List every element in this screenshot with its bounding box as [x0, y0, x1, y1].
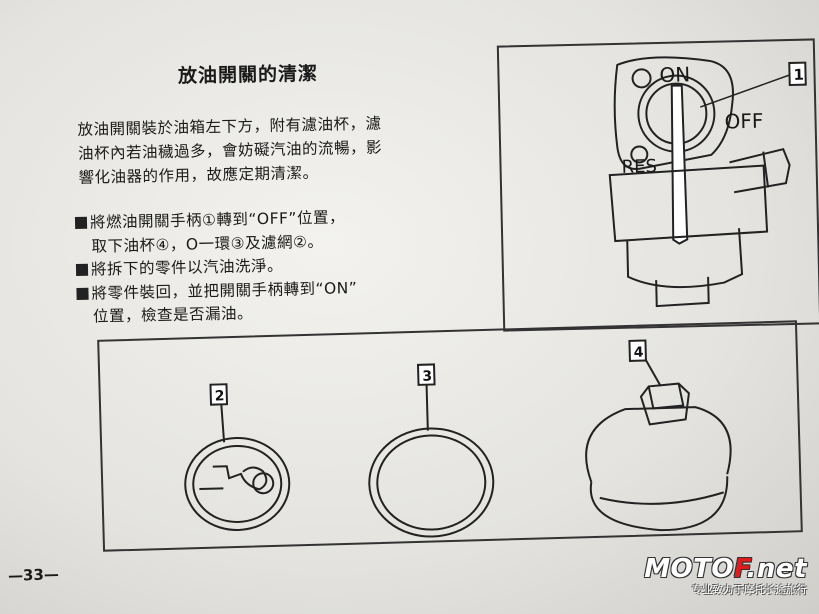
fuel-tap-diagram: ON OFF RES 1 [496, 38, 819, 332]
callout-1-label: 1 [793, 66, 804, 84]
res-label: RES [621, 156, 657, 178]
bullet-square-icon [76, 287, 89, 300]
callout-2-label: 2 [215, 388, 225, 404]
step-list: 將燃油開關手柄①轉到“OFF”位置， 取下油杯④，O一環③及濾網②。 將拆下的零… [74, 204, 457, 329]
parts-drawing: 2 3 4 [184, 339, 732, 538]
section-title: 放油開關的清潔 [177, 62, 319, 88]
callout-boxes: 2 3 4 [209, 339, 647, 406]
watermark-logo: MOTOF.net [644, 554, 807, 584]
callout-3-label: 3 [422, 368, 432, 384]
intro-paragraph: 放油開關裝於油箱左下方，附有濾油杯，濾 油杯內若油穢過多，會妨礙汽油的流暢，影 … [77, 110, 448, 190]
on-label: ON [659, 62, 690, 87]
off-label: OFF [724, 109, 763, 134]
fuel-tap-drawing: ON OFF RES 1 [608, 56, 807, 308]
watermark: MOTOF.net 专业致力于摩托长途旅行 [644, 554, 807, 597]
parts-diagram: 2 3 4 [97, 320, 803, 552]
page-number: —33— [7, 565, 60, 585]
bullet-square-icon [75, 263, 89, 276]
watermark-slogan: 专业致力于摩托长途旅行 [691, 584, 808, 596]
bullet-square-icon [74, 216, 88, 229]
callout-4-label: 4 [634, 345, 644, 361]
callout-box [788, 61, 807, 87]
